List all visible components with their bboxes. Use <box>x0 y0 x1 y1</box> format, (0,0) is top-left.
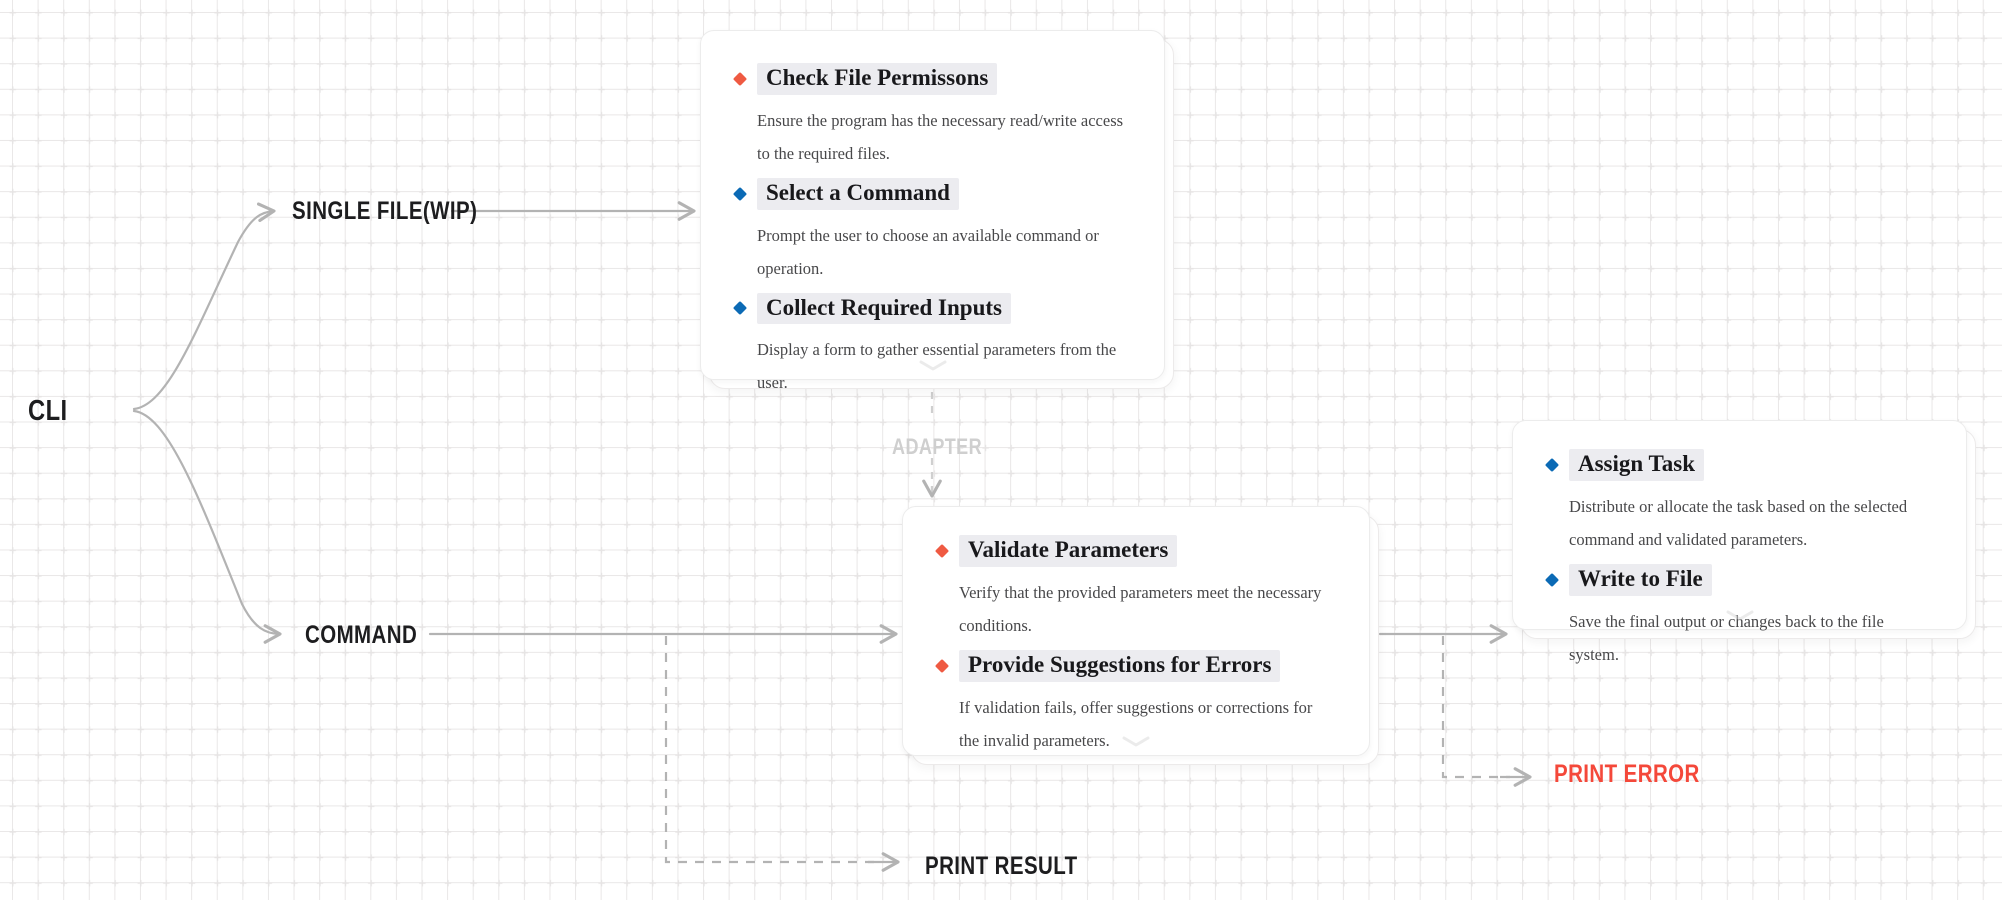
list-item-title: Check File Permissons <box>757 63 998 95</box>
edge-validate-to-print-error <box>1441 636 1510 779</box>
list-item-title: Provide Suggestions for Errors <box>959 649 1281 682</box>
list-item-title: Select a Command <box>757 177 959 210</box>
node-label-print-result[interactable]: PRINT RESULT <box>925 852 1078 880</box>
card-front-layer[interactable]: Assign Task Distribute or allocate the t… <box>1512 420 1967 664</box>
node-label-cli[interactable]: CLI <box>28 395 68 427</box>
diamond-bullet-icon <box>1544 572 1560 587</box>
chevron-down-icon[interactable] <box>919 360 947 371</box>
diamond-bullet-icon <box>934 658 950 673</box>
list-item-title: Write to File <box>1569 563 1712 596</box>
node-label-command[interactable]: COMMAND <box>305 621 418 649</box>
chevron-down-icon[interactable] <box>1726 610 1754 621</box>
node-label-single-file[interactable]: SINGLE FILE(WIP) <box>292 197 478 225</box>
list-item-header: Select a Command <box>732 177 1130 210</box>
diamond-bullet-icon <box>732 186 748 201</box>
card-single-file[interactable]: Check File Permissons Ensure the program… <box>700 30 1174 392</box>
list-item[interactable]: Validate Parameters Verify that the prov… <box>934 535 1335 642</box>
diamond-bullet-icon <box>732 71 748 86</box>
list-item-description: Prompt the user to choose an available c… <box>757 225 1099 278</box>
diamond-bullet-icon <box>732 301 748 316</box>
list-item-header: Provide Suggestions for Errors <box>934 649 1335 682</box>
card-front-layer[interactable]: Check File Permissons Ensure the program… <box>700 30 1165 392</box>
list-item[interactable]: Assign Task Distribute or allocate the t… <box>1544 449 1932 556</box>
list-item-header: Collect Required Inputs <box>732 292 1130 325</box>
list-item-header: Assign Task <box>1544 449 1932 481</box>
node-label-adapter[interactable]: ADAPTER <box>892 434 983 459</box>
diamond-bullet-icon <box>934 543 950 558</box>
card-assign-task[interactable]: Assign Task Distribute or allocate the t… <box>1512 420 1976 664</box>
list-item-header: Validate Parameters <box>934 535 1335 567</box>
diamond-bullet-icon <box>1544 457 1560 472</box>
list-item-title: Assign Task <box>1569 449 1704 481</box>
card-validate-parameters[interactable]: Validate Parameters Verify that the prov… <box>902 506 1379 765</box>
list-item-description: Ensure the program has the necessary rea… <box>757 110 1124 163</box>
list-item-description: Distribute or allocate the task based on… <box>1569 496 1908 549</box>
chevron-down-icon[interactable] <box>1122 736 1150 747</box>
list-item-header: Write to File <box>1544 563 1932 596</box>
edge-cli-to-single-file <box>132 202 276 411</box>
list-item-description: Verify that the provided parameters meet… <box>959 582 1322 635</box>
list-item-title: Validate Parameters <box>959 535 1178 567</box>
node-label-print-error[interactable]: PRINT ERROR <box>1554 760 1700 788</box>
list-item[interactable]: Check File Permissons Ensure the program… <box>732 63 1130 170</box>
card-front-layer[interactable]: Validate Parameters Verify that the prov… <box>902 506 1370 756</box>
edge-command-to-print-result <box>664 636 880 864</box>
list-item-header: Check File Permissons <box>732 63 1130 95</box>
list-item[interactable]: Collect Required Inputs Display a form t… <box>732 292 1130 400</box>
list-item[interactable]: Select a Command Prompt the user to choo… <box>732 177 1130 285</box>
edge-cli-to-command <box>132 409 282 644</box>
list-item-title: Collect Required Inputs <box>757 292 1011 325</box>
